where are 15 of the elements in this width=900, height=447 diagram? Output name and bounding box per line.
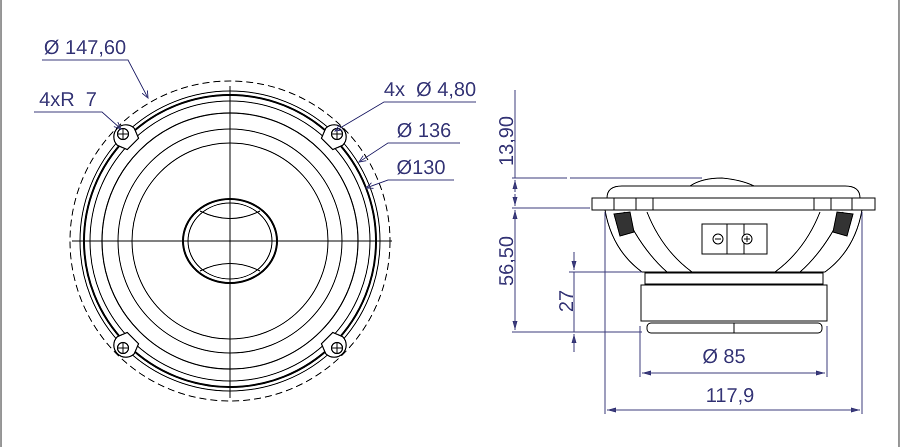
dimension-value: 27 (555, 290, 579, 312)
leader-line (42, 60, 148, 98)
leader-line (34, 112, 122, 130)
dimension-value: Ø 85 (702, 345, 746, 369)
dimension-label: 4xR 7 (39, 88, 97, 112)
leader-line (358, 142, 460, 162)
dimension-value: 117,9 (706, 384, 754, 408)
dimension-value: 56,50 (495, 236, 519, 286)
dimension-value: 13,90 (495, 116, 519, 166)
dimension-label: Ø 136 (396, 119, 452, 143)
dimension-label: Ø130 (396, 156, 446, 180)
dimension-label: Ø 147,60 (44, 36, 126, 60)
leader-line (334, 102, 476, 132)
dimension-label: 4x Ø 4,80 (384, 78, 476, 102)
leader-line (366, 180, 454, 189)
